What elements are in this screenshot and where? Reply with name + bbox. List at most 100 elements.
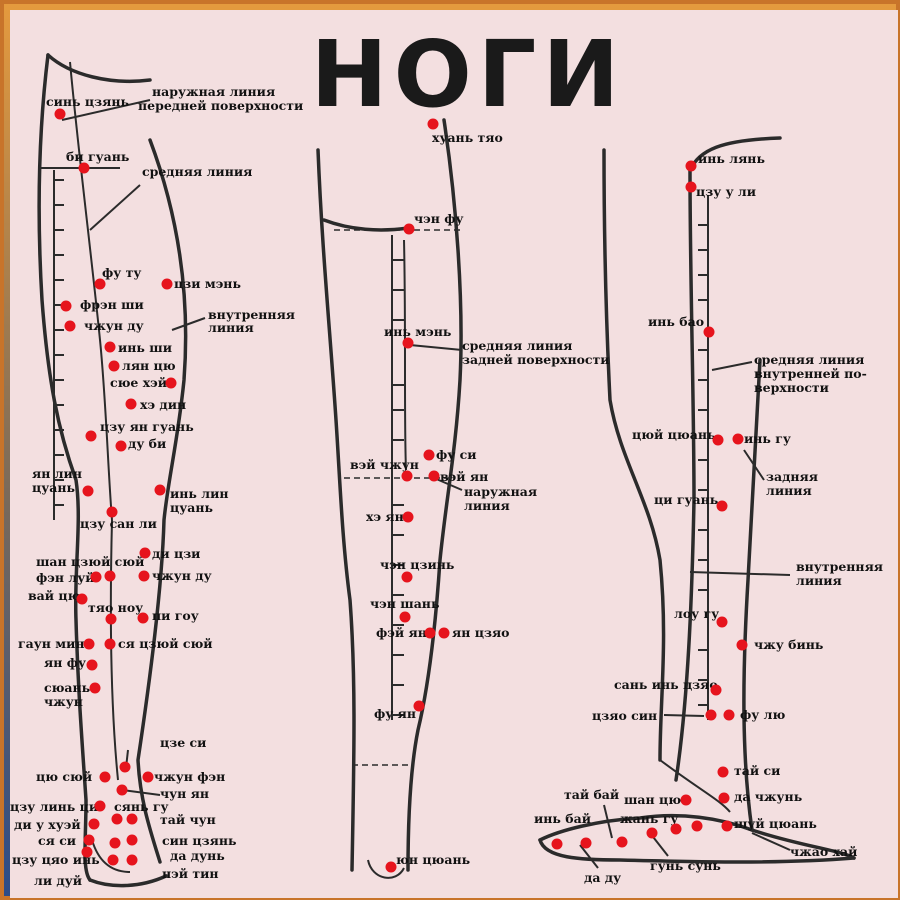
label-chun-yan: чун ян — [160, 786, 209, 801]
point-syue-hey — [165, 377, 177, 389]
point-di-u-huey — [88, 818, 100, 830]
label-in-lin-1: инь лин — [170, 486, 229, 501]
label-czu-u-li: цзу у ли — [696, 184, 756, 199]
label-he-din: хэ дин — [140, 397, 186, 412]
inner-leg-labels: инь лянь цзу у ли инь бао средняя линия … — [534, 151, 883, 885]
label-tay-chun: тай чун — [160, 812, 216, 827]
point-in-lyan — [685, 160, 697, 172]
point-he-yan — [402, 511, 414, 523]
label-tay-si: тай си — [734, 763, 780, 778]
label-vey-yan: вэй ян — [440, 469, 488, 484]
label-fen-luy: фэн луй — [36, 570, 94, 585]
point-tay-si — [717, 766, 729, 778]
point-lyan-cyu — [108, 360, 120, 372]
label-in-men: инь мэнь — [384, 324, 451, 339]
point-he-din — [125, 398, 137, 410]
label-syan-gu: сянь гу — [114, 799, 169, 814]
label-vey-chzhun: вэй чжун — [350, 457, 419, 472]
point-in-lin-cuan — [154, 484, 166, 496]
label-chen-shan: чэн шань — [370, 596, 439, 611]
label-czu-lin-ci: цзу линь ци — [10, 799, 98, 814]
point-ney-tin — [107, 854, 119, 866]
label-outer-line-1: наружная линия — [152, 84, 275, 99]
point-chzhu-bin — [736, 639, 748, 651]
label-inner-middle-2: внутренней по- — [754, 366, 867, 381]
label-czi-men: цзи мэнь — [174, 276, 241, 291]
label-san-in-czyao: сань инь цзяо — [614, 677, 718, 692]
point-fen-luy — [90, 571, 102, 583]
label-zhan-gu: жань гу — [620, 811, 678, 826]
label-lyan-cyu: лян цю — [122, 358, 176, 373]
point-fu-si — [423, 449, 435, 461]
point-in-bao — [703, 326, 715, 338]
acupoint-markers — [54, 108, 748, 873]
point-fu-lyu — [723, 709, 735, 721]
back-leg-outline — [316, 118, 463, 879]
point-yun-cyuan — [385, 861, 397, 873]
label-syuan-chzhun-1: сюань — [44, 680, 90, 695]
page-title: НОГИ — [310, 21, 626, 128]
label-czu-yan-guan: цзу ян гуань — [100, 419, 194, 434]
point-vay-cyu — [76, 593, 88, 605]
label-da-du: да ду — [584, 870, 621, 885]
point-cze-si — [119, 761, 131, 773]
label-yan-fu: ян фу — [44, 655, 86, 670]
label-shan-czyuy-syuy: шан цзюй сюй — [36, 554, 144, 569]
point-du-bi — [115, 440, 127, 452]
label-gun-sun: гунь сунь — [650, 858, 721, 873]
point-czu-u-li — [685, 181, 697, 193]
label-back-middle-line-2: задней поверхности — [462, 352, 610, 367]
point-gaun-min — [83, 638, 95, 650]
label-in-lyan: инь лянь — [698, 151, 765, 166]
label-chen-czin: чэн цзинь — [380, 557, 454, 572]
label-cyu-syuy: цю сюй — [36, 769, 92, 784]
point-chen-czin — [401, 571, 413, 583]
point-li-duy — [126, 854, 138, 866]
point-czu-san-li — [106, 506, 118, 518]
label-fu-lyu: фу лю — [740, 707, 785, 722]
label-sin-czyan: синь цзянь — [46, 94, 129, 109]
point-sya-czyuy-syuy — [104, 638, 116, 650]
label-vay-cyu: вай цю — [28, 588, 81, 603]
point-czu-cyao-in — [81, 846, 93, 858]
label-yan-lin-2: цуань — [32, 480, 75, 495]
point-shan-cyu — [680, 794, 692, 806]
label-czu-cyao-in: цзу цяо инь — [12, 852, 100, 867]
label-outer-line-back-1: наружная — [464, 484, 537, 499]
point-in-shi — [104, 341, 116, 353]
label-di-u-huey: ди у хуэй — [14, 817, 81, 832]
label-gaun-min: гаун мин — [18, 636, 85, 651]
point-da-du — [580, 837, 592, 849]
label-syue-hey: сюе хэй — [110, 375, 167, 390]
label-cyuy-cyuan: цюй цюань — [632, 427, 715, 442]
label-back-middle-line-1: средняя линия — [462, 338, 572, 353]
point-vey-chzhun — [401, 470, 413, 482]
label-inner-line-r-2: линия — [796, 573, 842, 588]
label-in-shi: инь ши — [118, 340, 172, 355]
front-leg-labels: синь цзянь наружная линия передней повер… — [10, 84, 303, 888]
label-czu-san-li: цзу сан ли — [80, 516, 157, 531]
label-lou-gu: лоу гу — [674, 606, 719, 621]
label-fu-si: фу си — [436, 447, 477, 462]
label-di-czi: ди цзи — [152, 546, 200, 561]
point-syuan-chzhun — [89, 682, 101, 694]
label-tyao-nou: тяо ноу — [88, 600, 143, 615]
label-inner-middle-3: верхности — [754, 380, 829, 395]
label-fu-tu: фу ту — [102, 265, 141, 280]
label-yan-czyao: ян цзяо — [452, 625, 510, 640]
label-he-yan: хэ ян — [366, 509, 404, 524]
front-leg-ruler — [40, 167, 120, 520]
point-fren-shi — [60, 300, 72, 312]
point-vey-yan — [428, 470, 440, 482]
point-yan-fu — [86, 659, 98, 671]
point-fey-yan — [424, 627, 436, 639]
point-czi-men — [161, 278, 173, 290]
point-chzhun-du — [64, 320, 76, 332]
label-inner-line-1: внутренняя — [208, 307, 295, 322]
back-leg-leader-lines — [409, 344, 463, 491]
label-tay-bay: тай бай — [564, 787, 619, 802]
back-leg-labels: хуань тяо чэн фу инь мэнь средняя линия … — [350, 130, 610, 867]
label-outer-line-back-2: линия — [464, 498, 510, 513]
label-syuan-chzhun-2: чжун — [44, 694, 83, 709]
point-cyuy-cyuan — [712, 434, 724, 446]
